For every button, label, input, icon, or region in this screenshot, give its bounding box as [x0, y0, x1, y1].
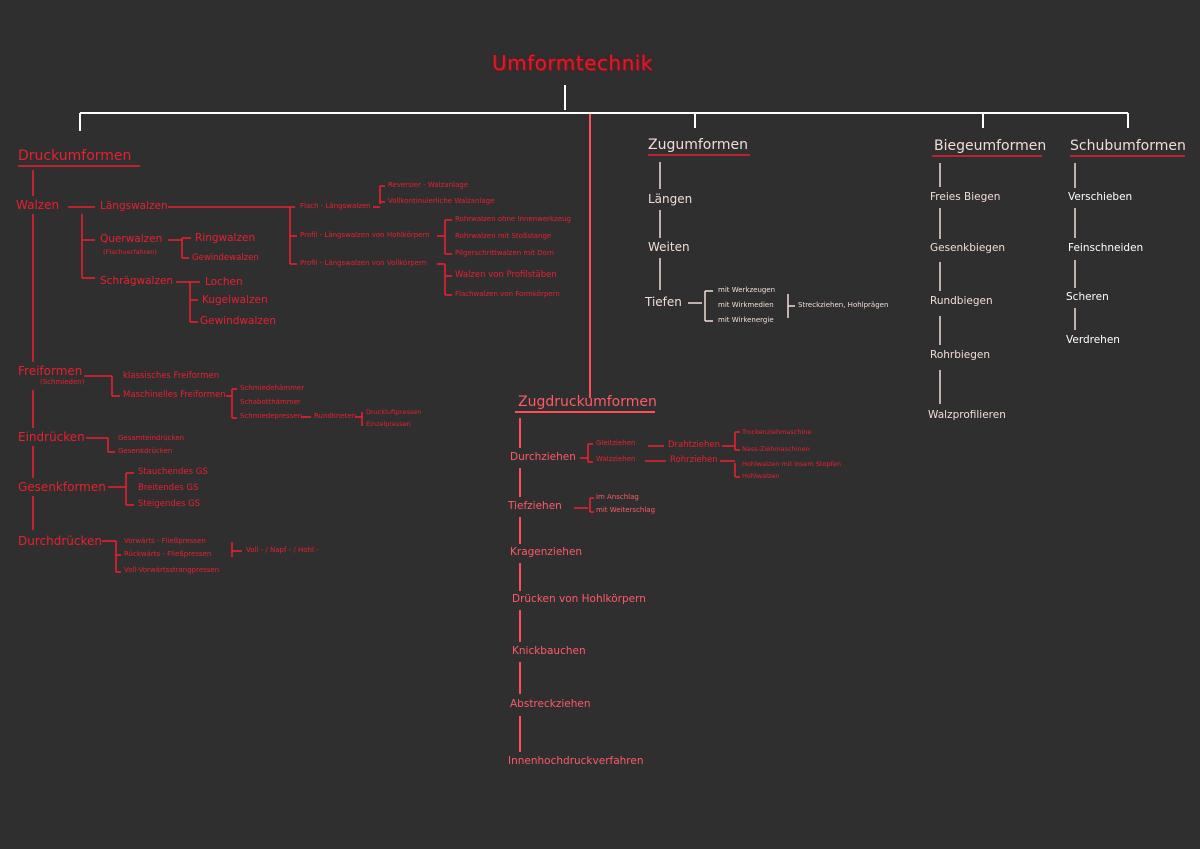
rohrziehen-item: Hohlwalzen mit losem Stopfen — [742, 460, 841, 468]
tiefziehen-label: Tiefziehen — [508, 500, 562, 512]
biege-item: Rundbiegen — [930, 295, 993, 307]
gleitziehen-label: Gleitziehen — [596, 439, 636, 447]
flach-item: Reversier - Walzanlage — [388, 181, 469, 189]
rundkneten-label: Rundkneten — [314, 412, 357, 420]
quer-item: Gewindewalzen — [192, 253, 259, 263]
drahtziehen-item: Trockenziehmaschine — [742, 428, 812, 436]
tiefen-item: mit Werkzeugen — [718, 286, 776, 294]
freiformen-label: Freiformen — [18, 364, 83, 378]
schraeg-item: Gewindwalzen — [200, 315, 276, 327]
querwalzen-label: Querwalzen — [100, 233, 163, 245]
zug-item: Längen — [648, 192, 693, 206]
biege-item: Gesenkbiegen — [930, 242, 1006, 254]
zug-item: Tiefen — [645, 295, 682, 309]
zugdruck-item: Kragenziehen — [510, 546, 583, 558]
durchdruecken-item: Rückwärts - Fließpressen — [124, 550, 212, 558]
rundkneten-item: Einzelpressen — [366, 420, 411, 428]
hohl-item: Pilgerschrittwalzen mit Dorn — [455, 249, 555, 257]
hohl-item: Rohrwalzen mit Stoßstange — [455, 232, 552, 240]
biege-heading: Biegeumformen — [934, 138, 1047, 154]
durchdruecken-item: Vorwärts - Fließpressen — [124, 537, 206, 545]
flach-laengswalzen-label: Flach - Längswalzen — [300, 202, 371, 210]
maschinell-item: Schabotthämmer — [240, 398, 301, 406]
drahtziehen-item: Nass-Ziehmaschinen — [742, 445, 810, 453]
hohl-item: Rohrwalzen ohne Innenwerkzeug — [455, 215, 571, 223]
tiefen-item: mit Wirkenergie — [718, 316, 774, 324]
tiefen-result: Streckziehen, Hohlprägen — [798, 301, 889, 309]
zug-item: Weiten — [648, 240, 690, 254]
rohrziehen-item: Hohlwalzen — [742, 472, 780, 480]
zugdruck-connectors — [519, 418, 740, 752]
zugdruck-item: Innenhochdruckverfahren — [508, 755, 644, 767]
zugdruck-item: Knickbauchen — [512, 645, 586, 657]
biege-item: Rohrbiegen — [930, 349, 991, 361]
diagram-title: Umformtechnik — [492, 51, 653, 75]
rundkneten-item: Druckluftpressen — [366, 408, 422, 416]
eindruecken-item: Gesenkdrücken — [118, 447, 173, 455]
eindruecken-item: Gesamteindrücken — [118, 434, 185, 442]
drahtziehen-label: Drahtziehen — [668, 440, 721, 450]
durchdruecken-label: Durchdrücken — [18, 534, 102, 548]
biege-item: Walzprofilieren — [928, 409, 1006, 421]
voll-item: Walzen von Profilstäben — [455, 270, 557, 280]
zug-connectors — [659, 162, 795, 322]
freiformen-note: (Schmieden) — [40, 378, 85, 386]
biege-item: Freies Biegen — [930, 191, 1001, 203]
maschinell-item: Schmiedehämmer — [240, 384, 305, 392]
schub-item: Scheren — [1066, 291, 1109, 303]
querwalzen-note: (Flachverfahren) — [103, 248, 157, 256]
laengswalzen-label: Längswalzen — [100, 200, 168, 212]
zugdruck-item: Abstreckziehen — [510, 698, 591, 710]
schub-item: Verschieben — [1068, 191, 1133, 203]
gesenkformen-item: Stauchendes GS — [138, 467, 208, 477]
schub-item: Feinschneiden — [1068, 242, 1144, 254]
flach-item: Vollkontinuierliche Walzanlage — [388, 197, 495, 205]
zug-heading: Zugumformen — [648, 137, 748, 153]
gesenkformen-item: Breitendes GS — [138, 483, 199, 493]
schraeg-item: Lochen — [205, 276, 243, 288]
rohrziehen-label: Rohrziehen — [670, 455, 718, 465]
zugdruck-heading: Zugdruckumformen — [518, 394, 657, 410]
tiefziehen-item: im Anschlag — [596, 493, 639, 501]
tiefziehen-item: mit Weiterschlag — [596, 506, 656, 514]
heading-underlines — [18, 154, 1185, 413]
schraegwalzen-label: Schrägwalzen — [100, 275, 174, 287]
voll-item: Flachwalzen von Formkörpern — [455, 290, 560, 298]
zugdruck-item: Drücken von Hohlkörpern — [512, 593, 646, 605]
profil-voll-label: Profil - Längswalzen von Vollkörpern — [300, 259, 427, 267]
freiformen-item: klassisches Freiformen — [123, 371, 220, 381]
druck-connectors — [32, 170, 452, 573]
freiformen-item: Maschinelles Freiformen — [123, 390, 226, 400]
gesenkformen-label: Gesenkformen — [18, 480, 106, 494]
durchdruecken-variants: Voll - / Napf - / Hohl - — [246, 546, 319, 554]
druck-heading: Druckumformen — [18, 148, 132, 164]
tiefen-item: mit Wirkmedien — [718, 301, 774, 309]
durchziehen-label: Durchziehen — [510, 451, 576, 463]
quer-item: Ringwalzen — [195, 232, 256, 244]
schub-heading: Schubumformen — [1070, 138, 1186, 154]
walzziehen-label: Walzziehen — [596, 455, 636, 463]
eindruecken-label: Eindrücken — [18, 430, 85, 444]
maschinell-item: Schmiedepressen — [240, 412, 303, 420]
schub-item: Verdrehen — [1066, 334, 1120, 346]
profil-hohl-label: Profil - Längswalzen von Hohlkörpern — [300, 231, 430, 239]
walzen-label: Walzen — [16, 198, 60, 212]
durchdruecken-item: Voll-Vorwärtsstrangpressen — [124, 566, 220, 574]
root-connectors — [79, 85, 1129, 398]
gesenkformen-item: Steigendes GS — [138, 499, 201, 509]
schraeg-item: Kugelwalzen — [202, 294, 268, 306]
